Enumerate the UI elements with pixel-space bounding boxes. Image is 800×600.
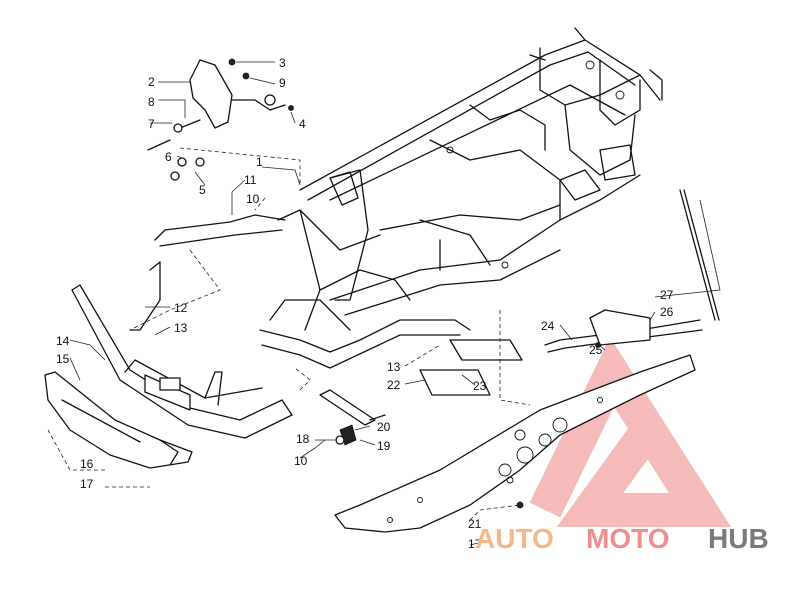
callout-13-center: 13 (387, 360, 401, 374)
watermark-hub: HUB (708, 523, 769, 554)
leader-lines (47, 61, 721, 546)
callout-13-left: 13 (174, 321, 188, 335)
callout-21: 21 (468, 517, 482, 531)
callout-18: 18 (296, 432, 310, 446)
callout-2: 2 (148, 75, 155, 89)
callout-20: 20 (377, 420, 391, 434)
callout-6: 6 (165, 150, 172, 164)
callout-11: 11 (244, 173, 257, 187)
rear-bracket (544, 189, 720, 353)
main-frame (259, 27, 663, 369)
callout-16: 16 (80, 457, 94, 471)
callout-7: 7 (148, 117, 155, 131)
callout-5: 5 (199, 183, 206, 197)
front-bumper (71, 261, 293, 439)
callout-23: 23 (473, 379, 487, 393)
small-fasteners (335, 414, 386, 446)
step-plates (319, 339, 523, 426)
front-brace (154, 214, 286, 241)
watermark-moto: MOTO (586, 523, 669, 554)
front-brace-lower (159, 229, 283, 247)
main-skid-plate (334, 354, 696, 533)
callout-14: 14 (56, 334, 70, 348)
watermark-auto: AUTO (475, 523, 554, 554)
callout-3: 3 (279, 56, 286, 70)
callout-1: 1 (256, 155, 263, 169)
callout-22: 22 (387, 378, 401, 392)
callout-27: 27 (660, 288, 674, 302)
callout-10-upper: 10 (246, 192, 260, 206)
front-panel-bracket (174, 59, 286, 131)
callout-8: 8 (148, 95, 155, 109)
callout-26: 26 (660, 305, 674, 319)
callout-24: 24 (541, 319, 555, 333)
callout-25: 25 (589, 343, 603, 357)
callout-9: 9 (279, 76, 286, 90)
callout-10-lower: 10 (294, 454, 308, 468)
callout-4: 4 (299, 117, 306, 131)
callout-19: 19 (377, 439, 391, 453)
watermark-text: AUTO MOTO HUB (475, 523, 769, 554)
callout-17-left: 17 (80, 477, 94, 491)
hardware-cluster (147, 58, 294, 181)
callout-17-bottom: 17 (468, 537, 482, 551)
callout-labels: 1 2 3 4 5 6 7 8 9 10 10 11 12 13 13 14 1… (56, 56, 674, 551)
front-skid-plate (44, 371, 193, 469)
callout-12: 12 (174, 301, 188, 315)
callout-15: 15 (56, 352, 70, 366)
